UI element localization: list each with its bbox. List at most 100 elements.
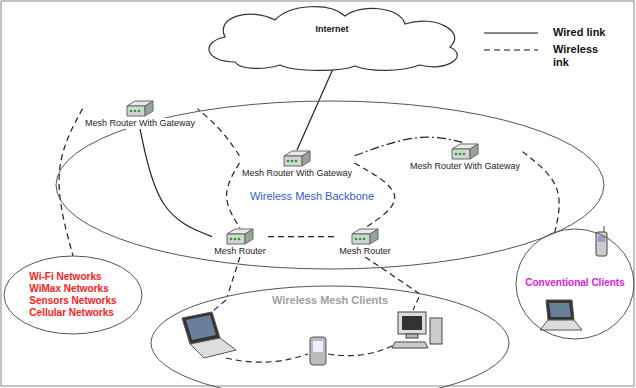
wireless-link <box>268 236 337 237</box>
wireless-link <box>355 137 466 156</box>
laptop-base <box>540 320 582 330</box>
wireless-link <box>365 257 420 294</box>
desktop-screen <box>402 316 422 330</box>
router-icon <box>450 143 480 161</box>
text-block: Wireless Mesh Clients <box>272 294 388 307</box>
router-led <box>463 153 466 156</box>
laptop-icon <box>182 312 236 358</box>
router-led <box>459 153 462 156</box>
desktop-monitor <box>398 312 426 334</box>
router-led <box>138 110 141 113</box>
backbone-region: Mesh Router With GatewayMesh Router With… <box>55 100 605 270</box>
router-icon <box>284 151 310 156</box>
legend-label: Wireless ink <box>553 43 605 68</box>
router-led <box>238 238 241 241</box>
wireless-link <box>59 109 82 256</box>
laptop-icon <box>540 300 582 330</box>
wireless-link <box>198 109 240 156</box>
router-icon <box>227 234 245 244</box>
router-icon <box>370 229 378 244</box>
router-led <box>295 160 298 163</box>
cloud-shape <box>209 7 457 71</box>
region-ellipse <box>516 229 634 339</box>
text-block: Wi-Fi NetworksWiMax NetworksSensors Netw… <box>29 271 116 319</box>
router-led <box>130 110 133 113</box>
router-icon <box>452 144 478 149</box>
router-icon <box>470 144 478 159</box>
phone-antenna <box>604 226 605 232</box>
wireless-sample <box>484 49 538 50</box>
region-ellipse <box>55 100 605 270</box>
cloud-shape <box>195 2 470 72</box>
router-label: Mesh Router <box>338 246 392 257</box>
router-label: Mesh Router With Gateway <box>409 161 521 172</box>
region-label: Conventional Clients <box>525 277 624 289</box>
gateway-router: Mesh Router With Gateway <box>408 143 523 172</box>
pda-body <box>310 337 326 365</box>
mesh-clients-region: Wireless Mesh Clients <box>150 285 510 388</box>
text-block: Wireless Mesh Backbone <box>250 190 374 203</box>
gateway-router: Mesh Router With Gateway <box>240 150 355 179</box>
laptop-display <box>186 315 216 340</box>
region-ellipse <box>56 101 604 269</box>
client-link <box>413 297 419 310</box>
text-block: Conventional Clients <box>525 277 624 289</box>
router-icon <box>352 229 378 234</box>
router-icon <box>127 101 153 106</box>
networks-region: Wi-Fi NetworksWiMax NetworksSensors Netw… <box>3 255 143 335</box>
region-label: WiMax Networks <box>29 283 116 295</box>
phone-body <box>596 232 607 256</box>
router-icon <box>452 149 470 159</box>
desktop-keyboard <box>392 342 428 348</box>
router-led <box>363 238 366 241</box>
router-label: Mesh Router With Gateway <box>84 118 196 129</box>
region-label: Wi-Fi Networks <box>29 271 116 283</box>
router-icon <box>302 151 310 166</box>
router-icon <box>125 100 155 118</box>
region-ellipse <box>3 255 143 335</box>
cloud-label: Internet <box>315 24 348 35</box>
pda-screen <box>313 341 323 352</box>
router-led <box>287 160 290 163</box>
wired-sample <box>484 32 538 33</box>
router-icon <box>284 156 302 166</box>
router-led <box>230 238 233 241</box>
router-led <box>359 238 362 241</box>
gateway-router: Mesh Router With Gateway <box>83 100 198 129</box>
phone-icon <box>596 226 607 256</box>
text-block: Internet <box>315 24 348 35</box>
region-label: Sensors Networks <box>29 295 116 307</box>
legend-label: Wired link <box>553 26 633 39</box>
wired-link <box>297 70 333 150</box>
region-ellipse <box>151 286 509 388</box>
wireless-link <box>227 257 240 297</box>
wireless-link <box>227 163 240 228</box>
desktop-tower <box>430 318 442 344</box>
router-icon <box>350 228 380 246</box>
router-label: Mesh Router <box>213 246 267 257</box>
client-link <box>328 344 396 356</box>
router-led <box>291 160 294 163</box>
legend-samples <box>484 33 538 50</box>
phone-screen <box>598 236 605 242</box>
router-led <box>455 153 458 156</box>
desktop-icon <box>392 312 442 348</box>
laptop-screen <box>546 300 574 320</box>
mesh-router: Mesh Router <box>337 228 393 257</box>
router-label: Mesh Router With Gateway <box>241 168 353 179</box>
conventional-clients-region: Conventional Clients <box>515 228 635 340</box>
router-icon <box>245 229 253 244</box>
region-label: Wireless Mesh Backbone <box>250 190 374 203</box>
mesh-router: Mesh Router <box>212 228 268 257</box>
laptop-base <box>190 338 236 358</box>
laptop-display <box>549 303 571 317</box>
router-icon <box>352 234 370 244</box>
region-ellipse <box>150 285 510 388</box>
router-led <box>355 238 358 241</box>
